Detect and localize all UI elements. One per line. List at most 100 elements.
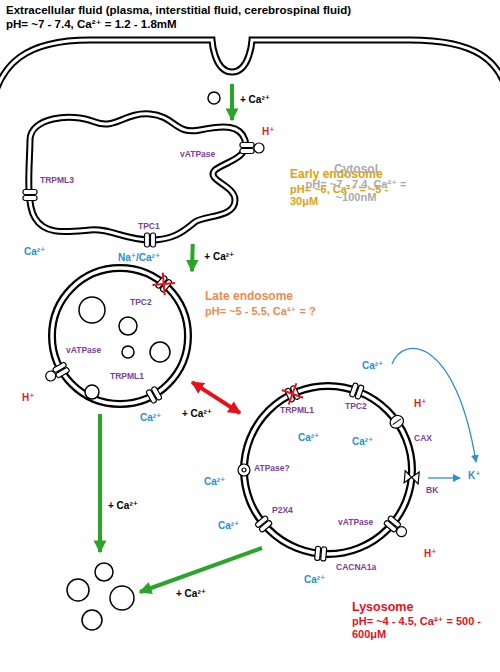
channel-subunit <box>52 362 67 373</box>
ion-label: K⁺ <box>468 470 481 482</box>
ion-label: Ca²⁺ <box>204 476 225 488</box>
region-values: pH= ~7 - 7.4, Ca²⁺ = 1.2 - 1.8mM <box>6 17 494 31</box>
protein-name: CAX <box>414 434 432 444</box>
ion-label: Ca²⁺ <box>352 436 373 448</box>
vesicle <box>122 346 134 358</box>
channel-subunit <box>145 233 150 247</box>
membrane-protein <box>240 143 264 154</box>
pump-core <box>242 468 246 472</box>
flux-label: + Ca²⁺ <box>180 408 214 420</box>
channel-subunit <box>240 149 254 154</box>
fluid-band: Extracellular fluid (plasma, interstitia… <box>0 0 500 35</box>
region-values: pH= ~5 - 5.5, Ca²⁺ = ? <box>205 305 317 318</box>
ion-label: Ca²⁺ <box>304 574 325 586</box>
membrane-protein <box>152 273 175 296</box>
flux-arrow <box>98 414 102 552</box>
channel-subunit <box>151 233 156 247</box>
region-heading: Late endosome <box>205 290 317 304</box>
plasma-membrane-lumen <box>0 40 500 118</box>
vesicle <box>82 610 102 630</box>
membrane-protein <box>44 362 70 384</box>
channel-subunit <box>383 520 397 533</box>
protein-name: vATPase <box>66 346 101 356</box>
membrane-protein <box>282 383 303 404</box>
feedback-arrow <box>392 348 476 462</box>
membrane-protein <box>238 464 250 476</box>
organelle-outline <box>48 264 192 408</box>
vesicle <box>95 563 113 581</box>
vesicle <box>67 579 89 601</box>
exchanger-symbol <box>388 413 406 431</box>
flux-arrow <box>428 477 460 478</box>
protein-name: vATPase <box>338 518 373 528</box>
protein-name: TRPML1 <box>280 406 314 416</box>
protein-name: TPC1 <box>138 222 160 232</box>
blocked-cross <box>152 273 175 296</box>
channel-subunit <box>321 547 327 561</box>
protein-name: TPC2 <box>130 298 152 308</box>
protein-name: TRPML3 <box>40 176 74 186</box>
membrane-protein <box>145 233 156 247</box>
plasma-membrane <box>0 40 500 118</box>
protein-name: CACNA1a <box>336 563 376 573</box>
ion-label: Ca²⁺ <box>24 246 45 258</box>
ion-label: H⁺ <box>262 126 275 138</box>
channel-subunit <box>255 515 269 528</box>
flux-label: + Ca²⁺ <box>108 500 138 512</box>
protein-name: BK <box>426 486 438 496</box>
ion-label: H⁺ <box>424 548 437 560</box>
ion-label: H⁺ <box>414 398 427 410</box>
channel-subunit <box>160 279 173 293</box>
membrane-protein <box>315 546 327 561</box>
membrane-protein <box>146 386 163 404</box>
region-heading: Cytosol <box>300 163 412 177</box>
region-heading: Extracellular fluid (plasma, interstitia… <box>6 3 494 17</box>
exchanger-line <box>393 419 401 425</box>
cytosol-region: Early endosomepH= ~6, Ca²⁺ = ~5 - 30μMLa… <box>0 46 500 672</box>
ion-label: Ca²⁺ <box>298 432 319 444</box>
region-values: pH= ~4 - 4.5, Ca²⁺ = 500 - 600μM <box>352 615 482 640</box>
channel-subunit <box>23 196 37 201</box>
flux-label: + Ca²⁺ <box>240 94 270 106</box>
endosome-shape: Late endosomepH= ~5 - 5.5, Ca²⁺ = ? <box>48 264 192 408</box>
ion-label: Na⁺/Ca²⁺ <box>118 252 160 264</box>
vesicle <box>79 297 105 323</box>
flux-arrow <box>230 84 234 120</box>
calcium-flux-arrow <box>190 244 195 271</box>
ion-label: Ca²⁺ <box>362 360 383 372</box>
blocked-cross <box>282 383 303 404</box>
protein-name: ATPase? <box>254 464 290 474</box>
channel-subunit <box>355 385 364 400</box>
bk-channel-symbol <box>404 471 419 484</box>
protein-name: TPC2 <box>345 402 367 412</box>
channel-subunit <box>146 389 157 404</box>
membrane-lumen <box>244 386 412 554</box>
protein-name: vATPase <box>180 150 215 160</box>
membrane-outer <box>29 114 246 240</box>
protein-name: TRPML1 <box>110 372 144 382</box>
vesicle <box>150 342 170 362</box>
ion-label: Ca²⁺ <box>218 520 239 532</box>
membrane-protein <box>404 471 419 484</box>
membrane-outer <box>244 386 412 554</box>
membrane-protein <box>383 515 408 539</box>
flux-label: + Ca²⁺ <box>202 251 236 263</box>
atpase-head <box>44 369 58 383</box>
region-values: pH= ~7 - 7.4, Ca²⁺ = ~100nM <box>300 178 412 203</box>
membrane-protein <box>255 515 273 532</box>
membrane-lumen <box>29 114 246 240</box>
ion-label: Ca²⁺ <box>140 412 161 424</box>
flux-arrow <box>140 548 262 592</box>
protein-name: P2X4 <box>272 506 293 516</box>
membrane-lumen <box>52 268 188 404</box>
atpase-head <box>394 525 408 539</box>
vesicle <box>208 92 220 104</box>
ion-label: H⁺ <box>22 392 35 404</box>
vesicle <box>110 586 134 610</box>
vesicle <box>119 317 137 335</box>
channel-subunit <box>240 143 254 148</box>
membrane-outer <box>52 268 188 404</box>
membrane-protein <box>388 413 406 431</box>
channel-subunit <box>23 190 37 195</box>
